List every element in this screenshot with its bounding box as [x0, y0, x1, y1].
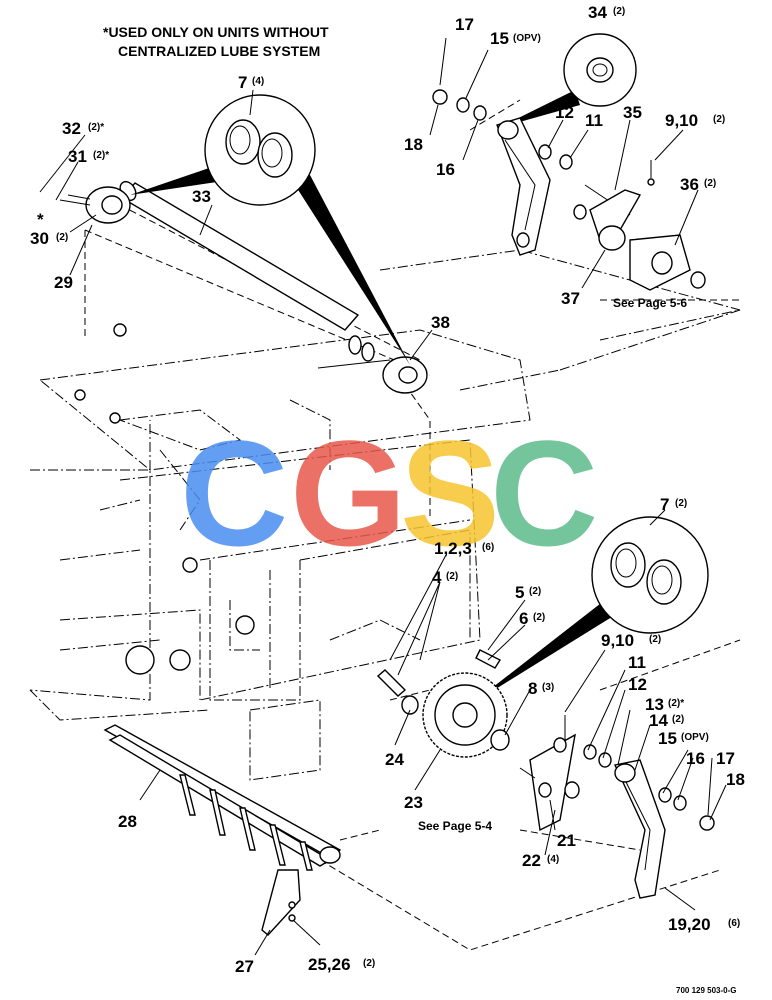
callout-21-number: 21: [557, 831, 576, 850]
callout-16-top-number: 16: [436, 160, 455, 179]
callout-15-top-qty: (OPV): [513, 33, 541, 44]
leader-lines: [39, 37, 727, 956]
watermark-letter-1: C: [180, 409, 288, 577]
callout-14-qty: (2): [672, 714, 684, 725]
callout-29-number: 29: [54, 273, 73, 292]
callout-32-number: 32: [62, 119, 81, 138]
callout-19-20-qty: (6): [728, 918, 740, 929]
callout-6-qty: (2): [533, 612, 545, 623]
watermark-letter-2: G: [290, 409, 407, 577]
usage-note-line-1: *USED ONLY ON UNITS WITHOUT: [103, 24, 329, 40]
callout-36-number: 36: [680, 175, 699, 194]
callout-8-number: 8: [528, 679, 537, 698]
callout-18-top-number: 18: [404, 135, 423, 154]
callout-1-2-3-qty: (6): [482, 542, 494, 553]
callout-25-26-number: 25,26: [308, 955, 351, 974]
callout-11-top-number: 11: [585, 111, 603, 130]
callout-15-bottom-qty: (OPV): [681, 732, 709, 743]
callout-24-number: 24: [385, 750, 404, 769]
cam-35: [589, 189, 642, 241]
lower-drive-assembly: [376, 649, 715, 899]
callout-17-bottom-number: 17: [716, 749, 735, 768]
reference-see-page-top: See Page 5-6: [613, 296, 687, 310]
watermark: C G S C: [180, 409, 598, 577]
callout-9-10-bottom-number: 9,10: [601, 631, 634, 650]
callout-7-bottom-number: 7: [660, 495, 669, 514]
drawing-code: 700 129 503-0-G: [676, 986, 737, 995]
watermark-letter-4: C: [490, 409, 598, 577]
callout-12-bottom-number: 12: [628, 675, 647, 694]
callout-36-qty: (2): [704, 178, 716, 189]
callouts: 34 (2) 17 15 (OPV) 18 16 12 11 35 9,10 (…: [30, 3, 745, 995]
callout-9-10-top-number: 9,10: [665, 111, 698, 130]
callout-23-number: 23: [404, 793, 423, 812]
top-right-linkage: [432, 89, 706, 291]
reference-see-page-bottom: See Page 5-4: [418, 819, 492, 833]
callout-18-bottom-number: 18: [726, 770, 745, 789]
callout-22-number: 22: [522, 851, 541, 870]
rake-bar-28: [103, 724, 342, 936]
callout-14-number: 14: [649, 711, 668, 730]
callout-22-qty: (4): [547, 854, 559, 865]
usage-note-line-2: CENTRALIZED LUBE SYSTEM: [118, 43, 320, 59]
callout-30-qty: (2): [56, 232, 68, 243]
callout-38-number: 38: [431, 313, 450, 332]
callout-8-qty: (3): [542, 682, 554, 693]
arm-lower-14: [613, 759, 666, 899]
callout-4-number: 4: [432, 568, 442, 587]
callout-27-number: 27: [235, 957, 254, 976]
callout-11-bottom-number: 11: [628, 653, 646, 672]
callout-4-qty: (2): [446, 571, 458, 582]
callout-31-qty: (2)*: [93, 150, 109, 161]
detail-bubble-bearings-bottom: [470, 516, 709, 705]
usage-note: *USED ONLY ON UNITS WITHOUT CENTRALIZED …: [103, 24, 329, 59]
callout-1-2-3-number: 1,2,3: [434, 539, 472, 558]
callout-5-qty: (2): [529, 586, 541, 597]
callout-37-number: 37: [561, 289, 580, 308]
callout-9-10-bottom-qty: (2): [649, 634, 661, 645]
callout-13-number: 13: [645, 695, 664, 714]
bracket-27: [261, 869, 301, 936]
callout-35-number: 35: [623, 103, 642, 122]
callout-9-10-top-qty: (2): [713, 114, 725, 125]
callout-30-number: 30: [30, 229, 49, 248]
callout-12-top-number: 12: [555, 103, 574, 122]
callout-33-number: 33: [192, 187, 211, 206]
top-shaft-assembly: [59, 180, 428, 394]
callout-15-top-number: 15: [490, 29, 509, 48]
callout-15-bottom-number: 15: [658, 729, 677, 748]
arm-upper: [496, 117, 551, 256]
callout-28-number: 28: [118, 812, 137, 831]
callout-30-star: *: [37, 210, 44, 229]
callout-16-bottom-number: 16: [686, 749, 705, 768]
callout-17-top-number: 17: [455, 15, 474, 34]
callout-34-number: 34: [588, 3, 607, 22]
callout-34-qty: (2): [613, 6, 625, 17]
watermark-letter-3: S: [400, 409, 500, 577]
callout-13-qty: (2)*: [668, 698, 684, 709]
callout-7-top-qty: (4): [252, 76, 264, 87]
callout-19-20-number: 19,20: [668, 915, 711, 934]
hub-37: [598, 225, 626, 251]
callout-31-number: 31: [68, 147, 87, 166]
detail-bubble-bearings-top: [130, 94, 410, 365]
callout-5-number: 5: [515, 583, 524, 602]
callout-25-26-qty: (2): [363, 958, 375, 969]
callout-7-top-number: 7: [238, 73, 247, 92]
callout-6-number: 6: [519, 609, 528, 628]
callout-7-bottom-qty: (2): [675, 498, 687, 509]
callout-32-qty: (2)*: [88, 122, 104, 133]
